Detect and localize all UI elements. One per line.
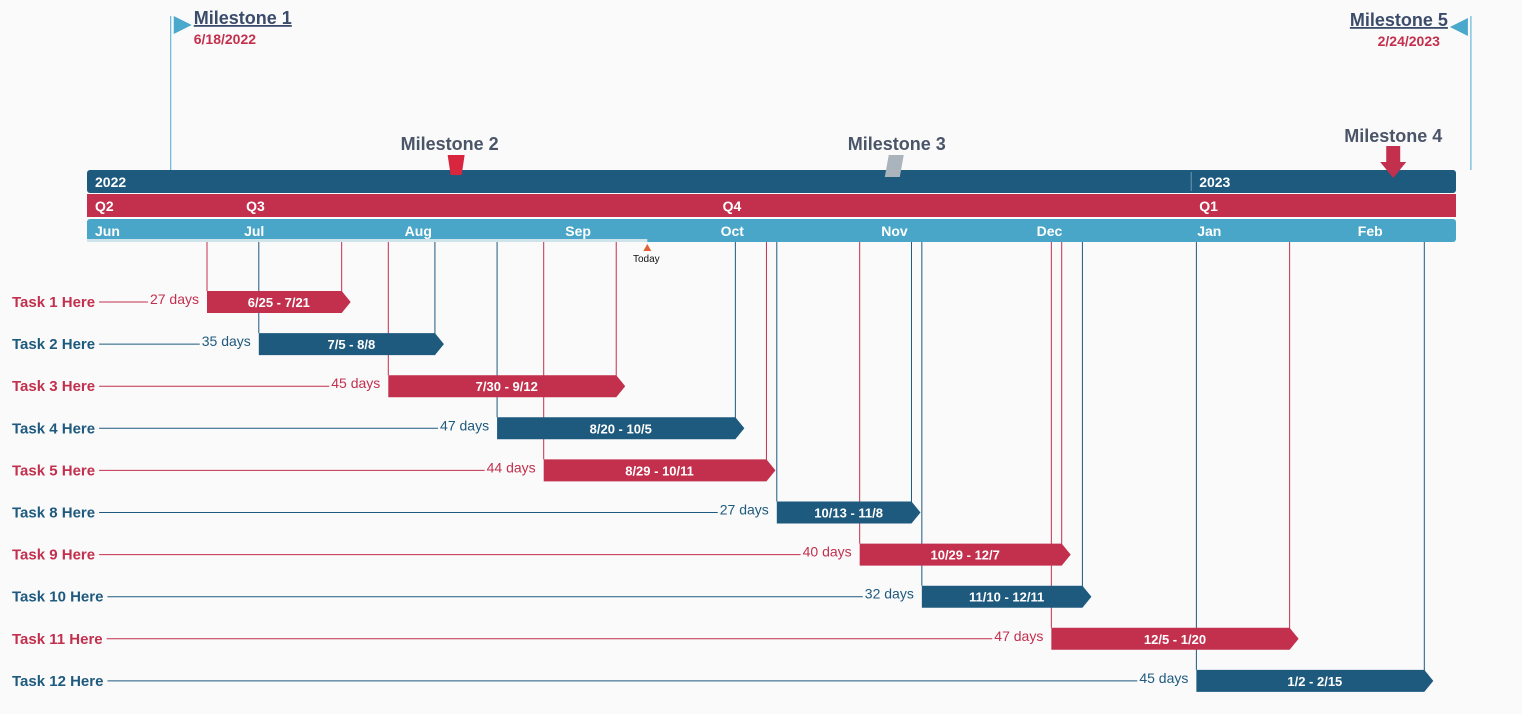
task-duration: 27 days xyxy=(720,502,769,518)
task-label: Task 1 Here xyxy=(12,294,95,311)
task-range-label: 12/5 - 1/20 xyxy=(1144,632,1206,647)
progress-track xyxy=(87,239,648,242)
top-milestones: Milestone 1 6/18/2022 Milestone 5 2/24/2023 xyxy=(173,8,1468,49)
month-label-jul: Jul xyxy=(244,223,264,239)
task-duration: 47 days xyxy=(440,417,489,433)
milestone-title: Milestone 5 xyxy=(1350,10,1448,30)
milestone-title: Milestone 4 xyxy=(1344,126,1442,146)
month-label-nov: Nov xyxy=(881,223,908,239)
quarter-label: Q2 xyxy=(95,198,114,214)
milestone-date: 6/18/2022 xyxy=(194,31,256,47)
task-range-label: 8/20 - 10/5 xyxy=(590,421,652,436)
month-label-feb: Feb xyxy=(1358,223,1383,239)
task-label: Task 11 Here xyxy=(12,631,103,648)
year-label: 2023 xyxy=(1199,174,1230,190)
task-range-label: 11/10 - 12/11 xyxy=(969,590,1044,605)
month-label-jan: Jan xyxy=(1197,223,1221,239)
task-bar xyxy=(497,417,745,440)
task-label: Task 3 Here xyxy=(12,378,95,395)
milestone-title: Milestone 1 xyxy=(194,8,292,28)
task-duration: 40 days xyxy=(803,544,852,560)
today-label: Today xyxy=(633,254,660,265)
task-label: Task 4 Here xyxy=(12,420,95,437)
task-bar xyxy=(388,375,626,398)
task-range-label: 10/13 - 11/8 xyxy=(814,506,883,521)
task-range-label: 7/30 - 9/12 xyxy=(476,379,538,394)
task-duration: 47 days xyxy=(994,628,1043,644)
month-band xyxy=(87,219,1456,242)
month-label-sep: Sep xyxy=(565,223,591,239)
task-duration: 32 days xyxy=(865,586,914,602)
quarter-label: Q4 xyxy=(723,198,742,214)
task-bar xyxy=(207,291,351,313)
task-label: Task 5 Here xyxy=(12,462,95,479)
milestone-arrow-icon xyxy=(1380,146,1407,178)
task-duration: 45 days xyxy=(331,375,380,391)
task-duration: 45 days xyxy=(1139,670,1188,686)
milestone-title: Milestone 3 xyxy=(848,134,946,154)
milestone-date: 2/24/2023 xyxy=(1378,33,1440,49)
milestone-marker-icon xyxy=(447,155,465,175)
month-label-dec: Dec xyxy=(1037,223,1063,239)
task-range-label: 6/25 - 7/21 xyxy=(248,295,310,310)
task-bar xyxy=(1051,627,1299,650)
milestone-title: Milestone 2 xyxy=(401,134,499,154)
task-label: Task 10 Here xyxy=(12,589,103,606)
timeline-milestones: Milestone 2 Milestone 3 Milestone 4 xyxy=(401,126,1442,178)
task-range-label: 1/2 - 2/15 xyxy=(1287,674,1342,689)
task-bar xyxy=(859,543,1071,566)
month-label-oct: Oct xyxy=(721,223,745,239)
task-label: Task 8 Here xyxy=(12,505,95,522)
connector-lines xyxy=(170,16,1472,681)
year-label: 2022 xyxy=(95,174,126,190)
task-bar xyxy=(1196,669,1434,692)
milestone-flag-icon xyxy=(173,16,192,34)
task-label: Task 12 Here xyxy=(12,673,103,690)
task-duration: 35 days xyxy=(202,333,251,349)
quarter-label: Q1 xyxy=(1199,198,1218,214)
quarter-band xyxy=(87,194,1456,217)
month-label-jun: Jun xyxy=(95,223,120,239)
task-range-label: 10/29 - 12/7 xyxy=(930,548,999,563)
task-bar xyxy=(543,459,776,482)
today-marker xyxy=(643,244,652,251)
task-bar xyxy=(921,585,1092,608)
task-bar xyxy=(258,333,444,356)
task-label: Task 2 Here xyxy=(12,336,95,353)
milestone-flag-icon xyxy=(1449,18,1468,36)
task-duration: 44 days xyxy=(487,459,536,475)
month-label-aug: Aug xyxy=(405,223,432,239)
task-range-label: 8/29 - 10/11 xyxy=(625,463,694,478)
milestone-marker-icon xyxy=(884,155,904,177)
task-label: Task 9 Here xyxy=(12,547,95,564)
task-range-label: 7/5 - 8/8 xyxy=(328,337,376,352)
task-duration: 27 days xyxy=(150,291,199,307)
task-bar xyxy=(776,501,921,524)
quarter-label: Q3 xyxy=(246,198,265,214)
year-band xyxy=(87,170,1456,193)
